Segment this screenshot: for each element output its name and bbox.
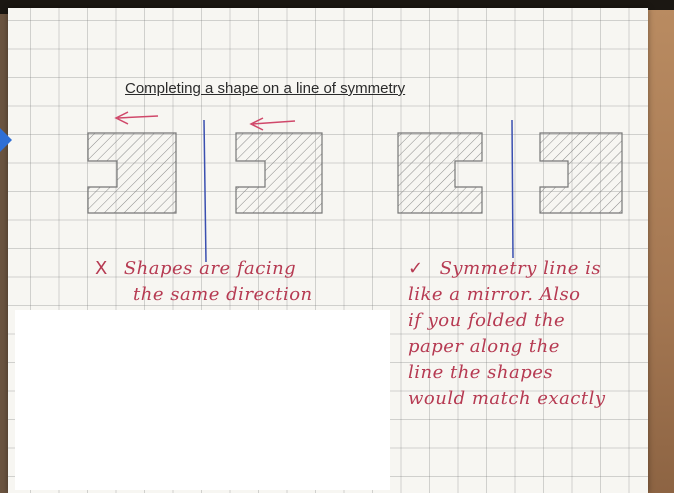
blue-pointer-icon (0, 128, 12, 152)
incorrect-note-line: Shapes are facing (123, 258, 297, 279)
incorrect-note-line: the same direction (133, 284, 313, 305)
correct-note-line: if you folded the (408, 310, 566, 331)
correct-note-line: Symmetry line is (439, 258, 602, 279)
left-arrow-icon (114, 111, 159, 125)
right-shape-b (539, 132, 623, 214)
left-arrow-icon (249, 117, 296, 131)
cross-mark-icon: X (95, 258, 108, 279)
correct-note-line: paper along the (408, 336, 560, 357)
redaction-box (15, 310, 390, 490)
check-mark-icon: ✓ (408, 258, 424, 279)
correct-example (397, 119, 623, 259)
correct-note: ✓ Symmetry line is like a mirror. Also if… (408, 256, 606, 412)
correct-note-line: would match exactly (408, 388, 606, 409)
correct-note-line: line the shapes (408, 362, 554, 383)
symmetry-line-right (511, 119, 514, 259)
correct-note-line: like a mirror. Also (408, 284, 581, 305)
right-shape-a (397, 132, 483, 214)
incorrect-example (87, 111, 323, 263)
left-shape-a (87, 132, 177, 214)
incorrect-note: X Shapes are facing the same direction (95, 256, 313, 308)
symmetry-line-left (203, 119, 207, 263)
worksheet-title: Completing a shape on a line of symmetry (125, 80, 406, 97)
left-shape-b (235, 132, 323, 214)
